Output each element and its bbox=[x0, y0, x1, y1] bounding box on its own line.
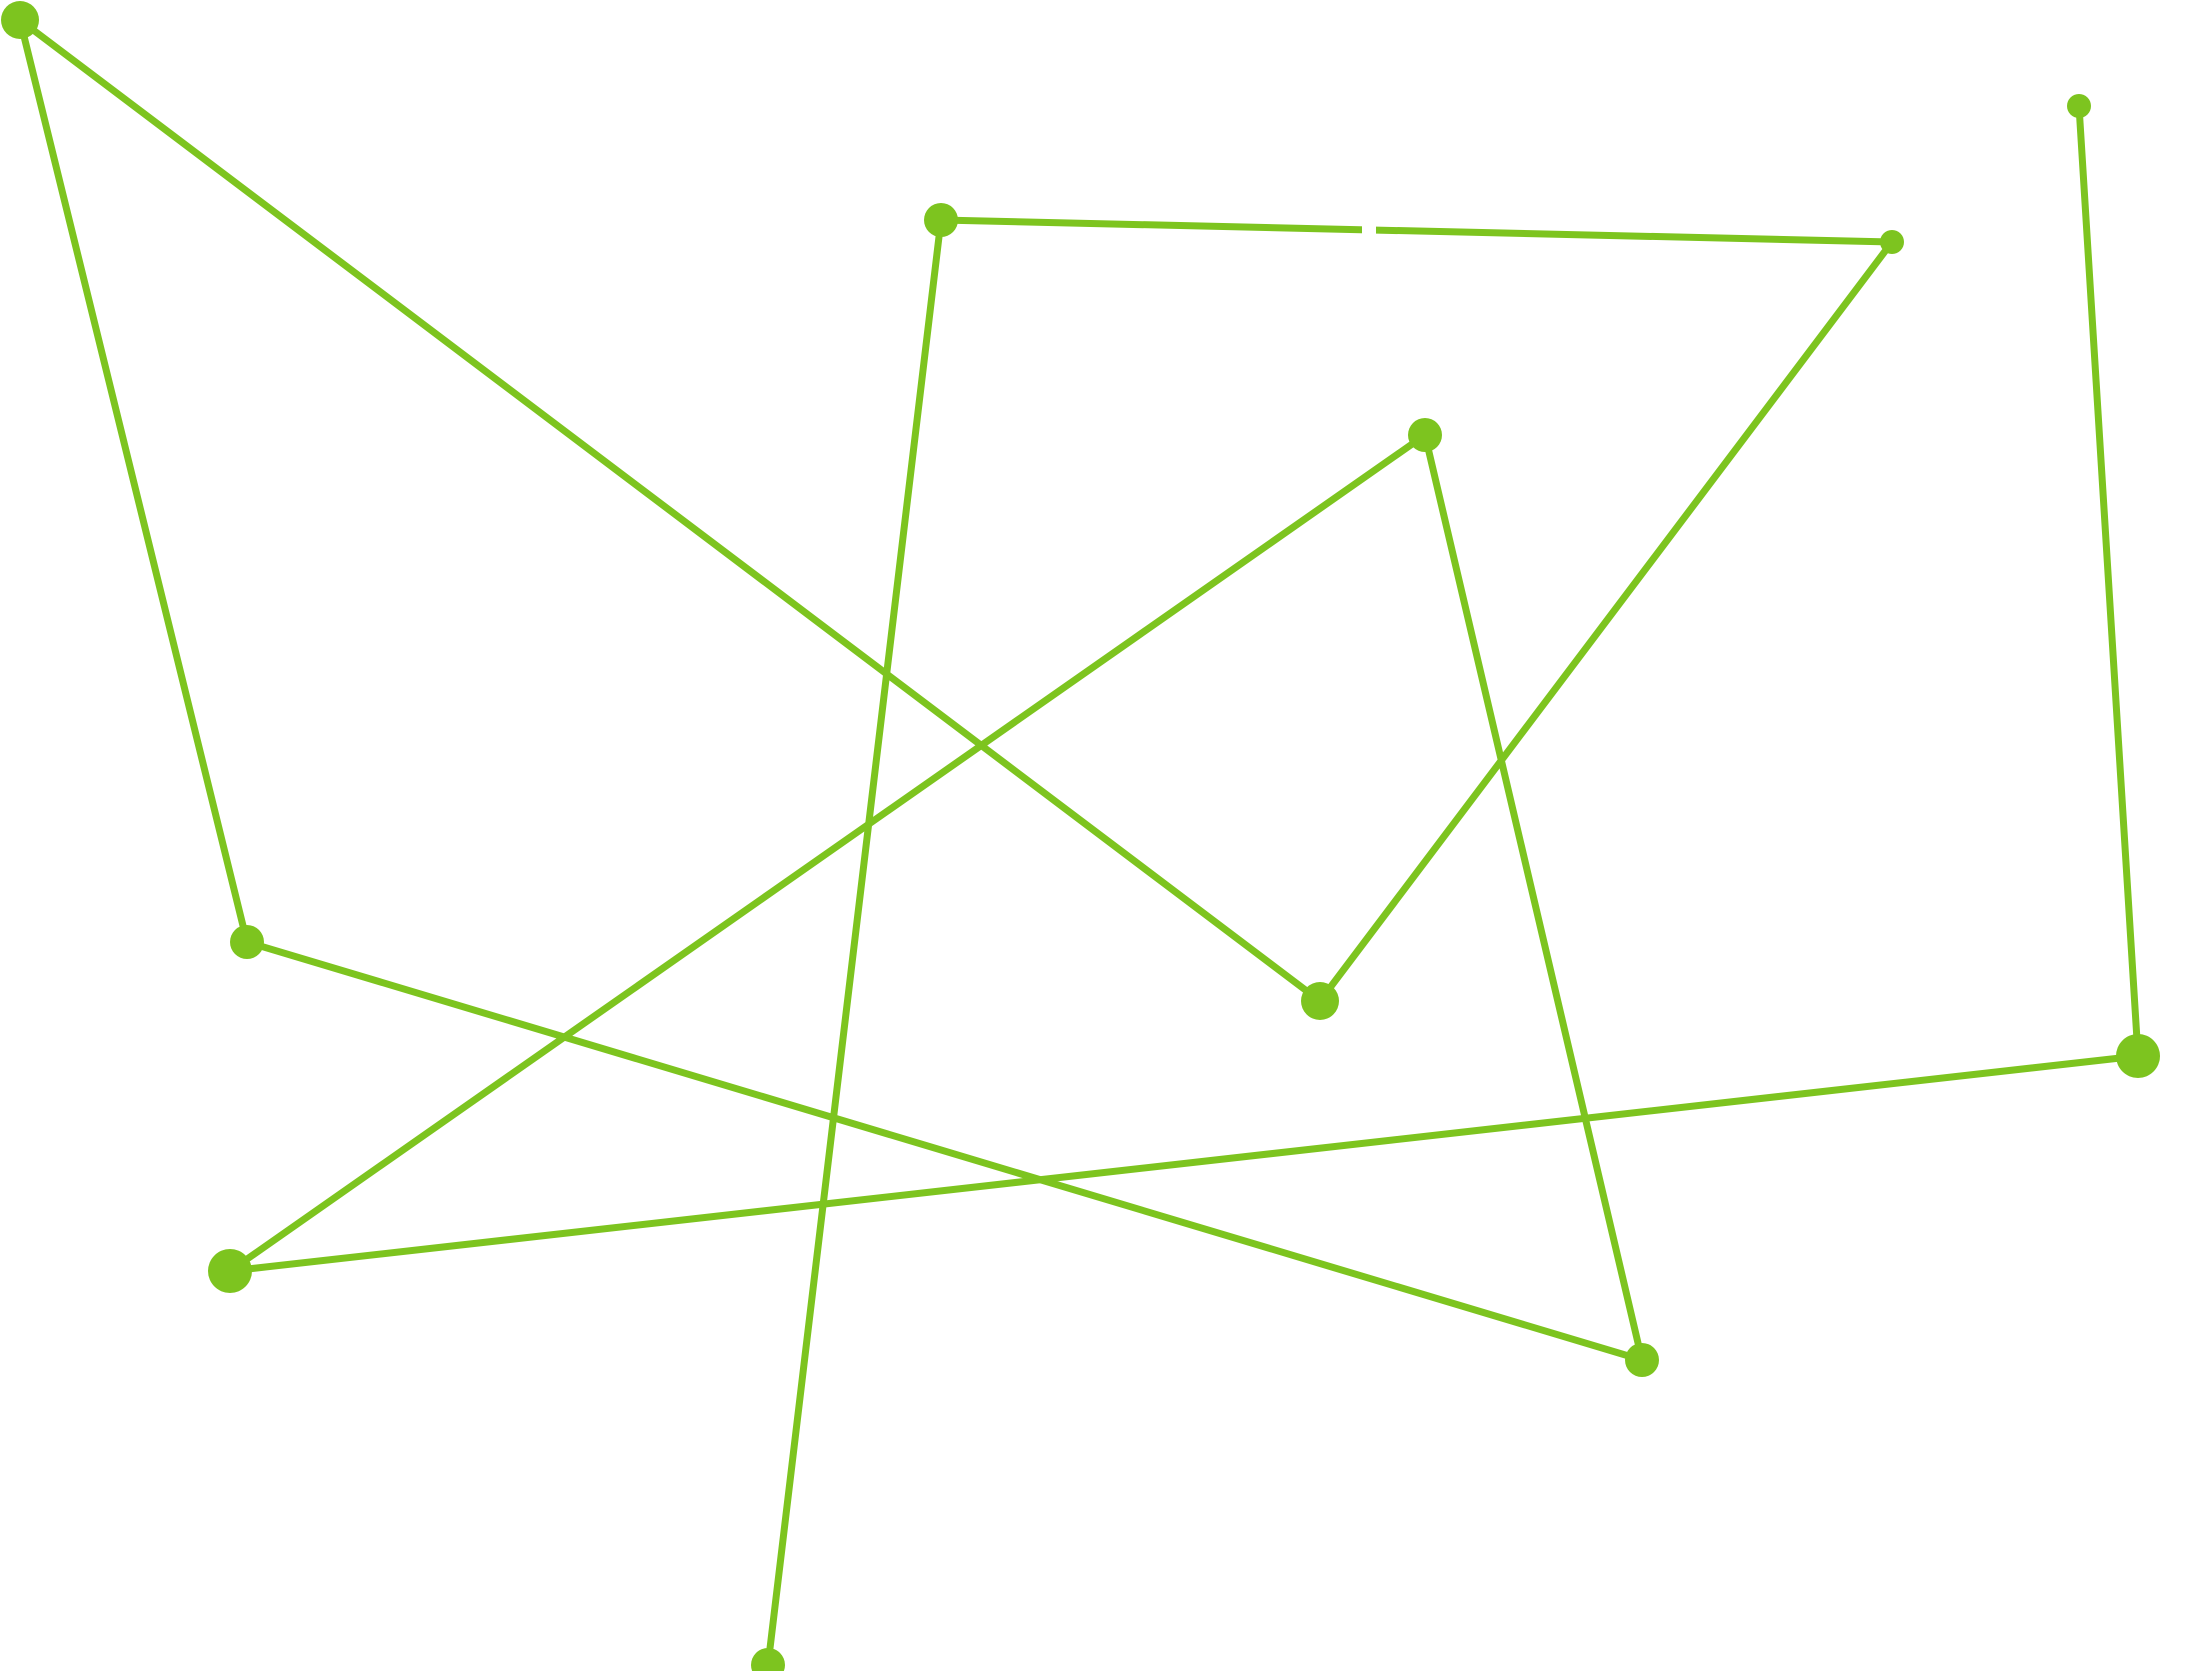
edge-center-right-to-bottom-left bbox=[226, 431, 1429, 1275]
node-bottom-left bbox=[208, 1249, 252, 1293]
nodes-group bbox=[1, 1, 2160, 1671]
edge-top-left-to-left-mid bbox=[16, 16, 251, 946]
node-left-mid bbox=[230, 925, 264, 959]
node-top-left bbox=[1, 1, 39, 39]
edge-center-to-right-top bbox=[1316, 238, 1896, 1005]
node-bottom-right bbox=[1625, 1343, 1659, 1377]
node-center-right bbox=[1408, 418, 1442, 452]
node-center bbox=[1301, 982, 1339, 1020]
node-bottom-center bbox=[751, 1648, 785, 1671]
edge-top-left-to-center bbox=[16, 16, 1324, 1005]
edge-far-right-to-top-right bbox=[2075, 102, 2142, 1060]
node-top-center bbox=[924, 203, 958, 237]
edge-bottom-right-to-center-right bbox=[1421, 431, 1646, 1364]
edge-gap bbox=[1362, 216, 1376, 238]
edge-left-mid-to-bottom-right bbox=[243, 938, 1646, 1364]
edge-right-top-to-top-center bbox=[937, 216, 1896, 246]
edge-top-center-to-bottom-center bbox=[764, 216, 945, 1669]
node-right-top bbox=[1880, 230, 1904, 254]
node-top-right bbox=[2067, 94, 2091, 118]
node-far-right bbox=[2116, 1034, 2160, 1078]
edge-bottom-left-to-far-right bbox=[226, 1052, 2142, 1275]
edges-group bbox=[16, 16, 2142, 1669]
